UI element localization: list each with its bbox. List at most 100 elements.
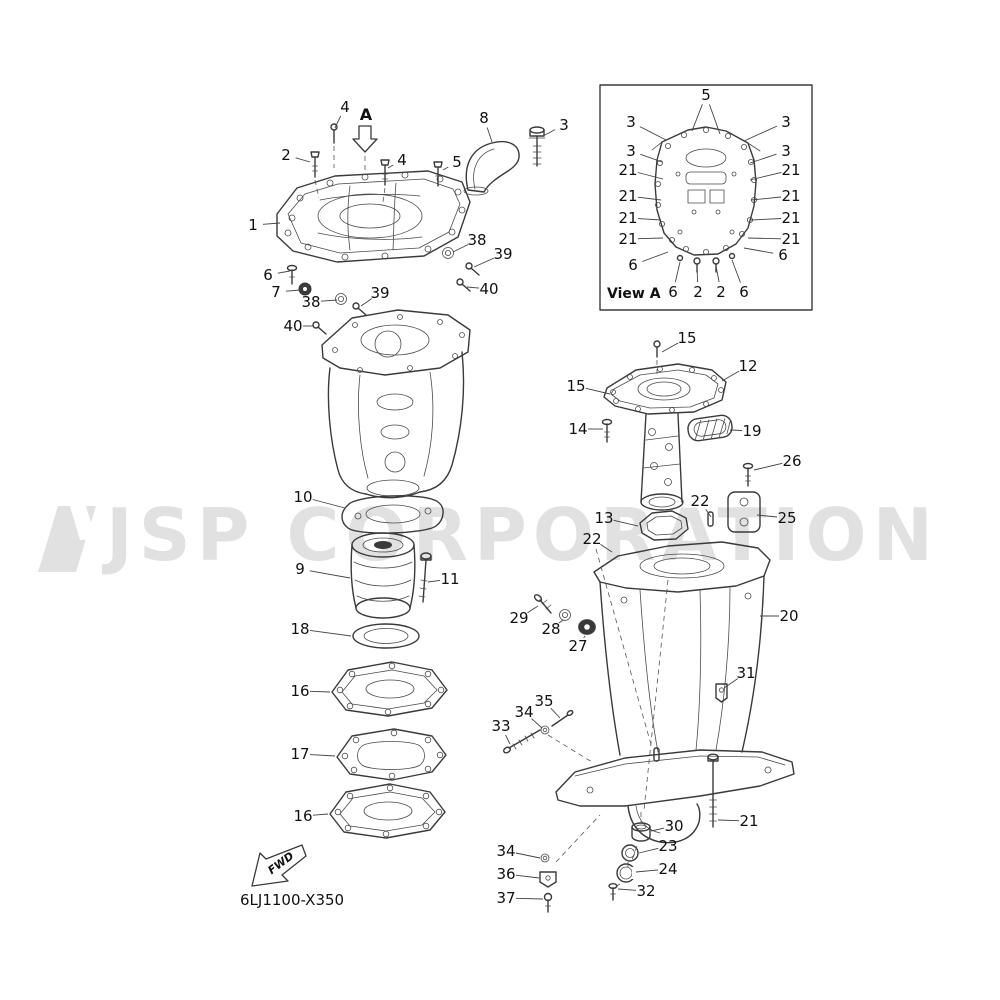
callout-39: 39 <box>370 284 389 302</box>
bolt-part-11 <box>418 552 432 603</box>
callout-38: 38 <box>301 293 320 311</box>
screw-39b <box>352 302 360 310</box>
callout-6: 6 <box>263 266 273 284</box>
callout-35: 35 <box>534 692 553 710</box>
upper-casing-flange-12 <box>603 340 727 415</box>
callout-32: 32 <box>636 882 655 900</box>
leader-line-38 <box>452 244 469 253</box>
leader-line-3 <box>542 129 556 137</box>
callout-16: 16 <box>290 682 309 700</box>
callout-18: 18 <box>290 620 309 638</box>
water-duct-part-8 <box>463 140 520 196</box>
view-a-inner-holes <box>675 171 737 235</box>
flange-12-holes <box>610 366 724 413</box>
leader-line-33 <box>505 734 511 745</box>
leader-line-25 <box>756 514 778 518</box>
leader-line-15 <box>661 342 679 353</box>
leader-line-2 <box>715 265 720 283</box>
leader-line-29 <box>527 605 539 614</box>
bolt-2 <box>310 151 320 178</box>
callout-8: 8 <box>479 109 489 127</box>
plate-part-25 <box>727 491 761 533</box>
callout-21: 21 <box>781 209 800 227</box>
leader-line-21 <box>637 237 664 240</box>
bolt-21-long <box>707 753 719 761</box>
callout-6: 6 <box>628 256 638 274</box>
gasket-part-13 <box>639 510 689 541</box>
watermark-logo-notch <box>70 506 96 540</box>
callout-2: 2 <box>281 146 291 164</box>
callout-21: 21 <box>618 230 637 248</box>
leader-line-3 <box>749 153 777 164</box>
leader-line-6 <box>277 270 291 274</box>
callout-21: 21 <box>781 161 800 179</box>
upper-casing-body <box>321 309 471 499</box>
view-direction-arrow-icon <box>352 125 378 153</box>
callout-38: 38 <box>467 231 486 249</box>
callout-3: 3 <box>781 113 791 131</box>
leader-line-6 <box>743 247 774 254</box>
gasket-part-10 <box>341 495 444 534</box>
callout-A: A <box>360 105 373 124</box>
leader-line-3 <box>640 153 663 163</box>
bolt-5 <box>433 161 443 187</box>
leader-line-17 <box>309 754 336 757</box>
leader-line-5 <box>691 104 703 132</box>
damper-part-19 <box>687 414 733 442</box>
leader-line-10 <box>312 499 346 509</box>
leader-line-3 <box>639 126 667 141</box>
leader-line-2 <box>696 265 699 283</box>
callout-7: 7 <box>271 283 281 301</box>
view-a-bolt-2b <box>712 257 720 265</box>
washer-38a <box>442 247 454 259</box>
callout-40: 40 <box>479 280 498 298</box>
leader-line-13 <box>613 519 639 527</box>
leader-line-6 <box>642 251 669 262</box>
leader-line-5 <box>442 166 449 171</box>
callout-23: 23 <box>658 837 677 855</box>
callout-9: 9 <box>295 560 305 578</box>
callout-30: 30 <box>664 817 683 835</box>
callout-31: 31 <box>736 664 755 682</box>
callout-33: 33 <box>491 717 510 735</box>
callout-21: 21 <box>618 209 637 227</box>
bolt-15-top <box>653 340 661 348</box>
callout-11: 11 <box>440 570 459 588</box>
clamp-36 <box>539 871 557 888</box>
flange-holes <box>332 314 465 373</box>
callout-3: 3 <box>626 113 636 131</box>
leader-line-4 <box>387 164 394 169</box>
leader-line-31 <box>723 678 738 689</box>
callout-39: 39 <box>493 245 512 263</box>
leader-line-7 <box>285 289 301 292</box>
leader-line-28 <box>558 619 564 624</box>
screw-40b <box>312 321 320 329</box>
view-a-bolt-2a <box>693 257 701 265</box>
callout-24: 24 <box>658 860 677 878</box>
callout-2: 2 <box>716 283 726 301</box>
leader-line-36 <box>515 874 540 879</box>
pin-35 <box>551 714 569 727</box>
ring-23 <box>621 844 639 862</box>
callout-34: 34 <box>514 703 533 721</box>
callout-3: 3 <box>626 142 636 160</box>
callout-6: 6 <box>739 283 749 301</box>
callout-22: 22 <box>582 530 601 548</box>
view-a-hole-6b <box>728 252 736 260</box>
fasteners-top-left <box>286 123 546 335</box>
ring-part-18 <box>352 623 420 649</box>
watermark: JSP CORPORATION <box>38 493 933 577</box>
plate-holes <box>341 729 444 780</box>
leader-line-6 <box>731 259 741 283</box>
callout-3: 3 <box>559 116 569 134</box>
tube-holes <box>648 428 673 486</box>
callout-21: 21 <box>618 187 637 205</box>
leader-line-30 <box>650 827 665 832</box>
callout-28: 28 <box>541 620 560 638</box>
bolt-4b <box>380 159 390 186</box>
leader-line-34 <box>515 852 541 859</box>
leader-line-12 <box>721 370 740 382</box>
callout-2: 2 <box>693 283 703 301</box>
